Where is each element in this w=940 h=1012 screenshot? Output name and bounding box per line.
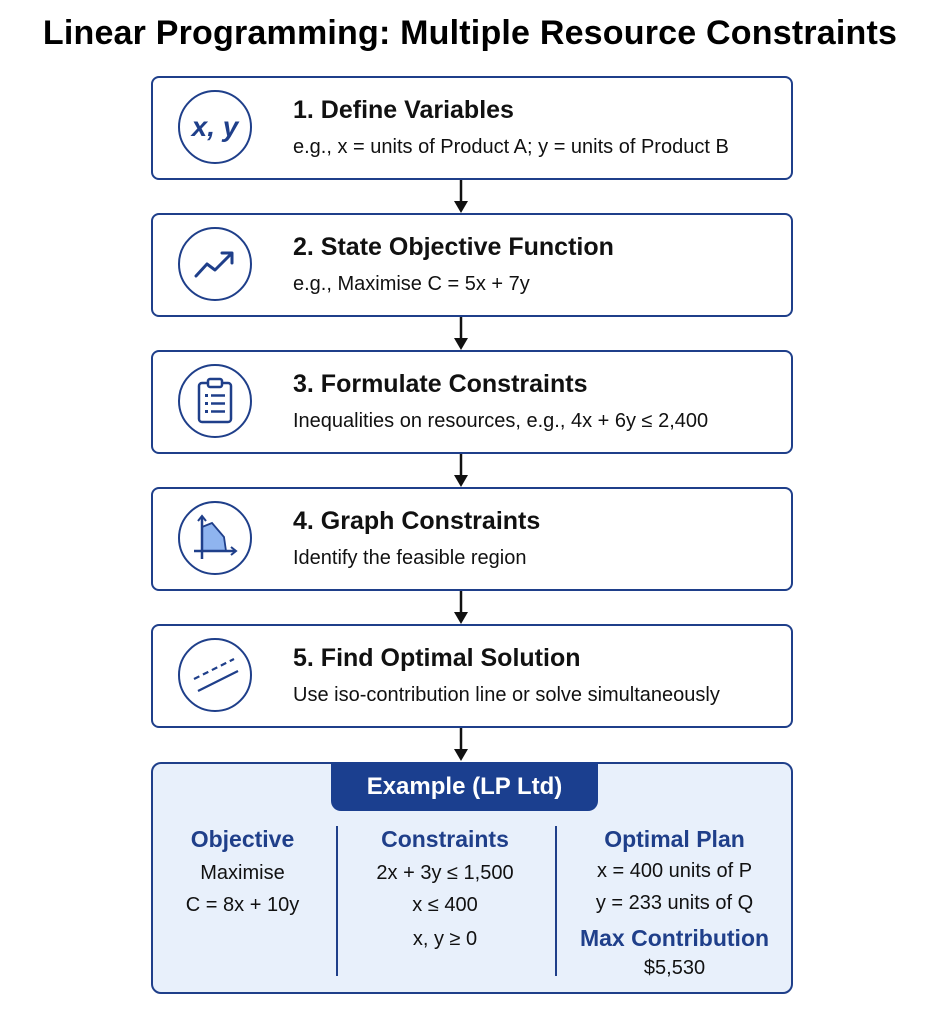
step-description: Inequalities on resources, e.g., 4x + 6y… (293, 410, 709, 432)
optimal-plan-column: Optimal Plan x = 400 units of P y = 233 … (562, 826, 787, 984)
objective-formula: C = 8x + 10y (185, 894, 300, 916)
clipboard-icon (178, 364, 252, 438)
step-title: 4. Graph Constraints (293, 507, 541, 535)
step-title: 1. Define Variables (293, 96, 514, 124)
step-title: 2. State Objective Function (293, 233, 614, 261)
constraint-line: 2x + 3y ≤ 1,500 (376, 862, 514, 884)
objective-heading: Objective (190, 826, 295, 852)
step-objective-function: 2. State Objective Function e.g., Maximi… (151, 213, 793, 317)
step-formulate-constraints: 3. Formulate Constraints Inequalities on… (151, 350, 793, 454)
step-graph-constraints: 4. Graph Constraints Identify the feasib… (151, 487, 793, 591)
column-divider (555, 826, 557, 976)
down-arrow-icon (454, 317, 468, 350)
trend-up-icon (178, 227, 252, 301)
constraints-heading: Constraints (381, 826, 509, 852)
xy-icon-text: x, y (191, 111, 239, 142)
optimal-y-line: y = 233 units of Q (595, 892, 754, 914)
constraint-line: x, y ≥ 0 (412, 928, 478, 950)
step-description: e.g., Maximise C = 5x + 7y (293, 273, 530, 295)
iso-contribution-lines-icon (178, 638, 252, 712)
example-label: Example (LP Ltd) (331, 762, 598, 811)
objective-line: Maximise (200, 862, 285, 884)
xy-variables-icon: x, y (178, 90, 252, 164)
objective-column: Objective Maximise C = 8x + 10y (165, 826, 320, 921)
feasible-region-graph-icon (178, 501, 252, 575)
max-contribution-value: $5,530 (643, 957, 706, 979)
max-contribution-heading: Max Contribution (579, 925, 770, 951)
column-divider (336, 826, 338, 976)
constraints-column: Constraints 2x + 3y ≤ 1,500 x ≤ 400 x, y… (345, 826, 545, 955)
step-description: Identify the feasible region (293, 547, 527, 569)
step-title: 3. Formulate Constraints (293, 370, 588, 398)
down-arrow-icon (454, 591, 468, 624)
constraint-line: x ≤ 400 (412, 894, 478, 916)
optimal-plan-heading: Optimal Plan (604, 826, 745, 852)
down-arrow-icon (454, 454, 468, 487)
step-description: Use iso-contribution line or solve simul… (293, 684, 720, 706)
page-title: Linear Programming: Multiple Resource Co… (42, 14, 898, 52)
step-description: e.g., x = units of Product A; y = units … (293, 136, 729, 158)
optimal-x-line: x = 400 units of P (596, 860, 753, 882)
step-optimal-solution: 5. Find Optimal Solution Use iso-contrib… (151, 624, 793, 728)
down-arrow-icon (454, 180, 468, 213)
step-define-variables: x, y 1. Define Variables e.g., x = units… (151, 76, 793, 180)
step-title: 5. Find Optimal Solution (293, 644, 581, 672)
down-arrow-icon (454, 728, 468, 761)
